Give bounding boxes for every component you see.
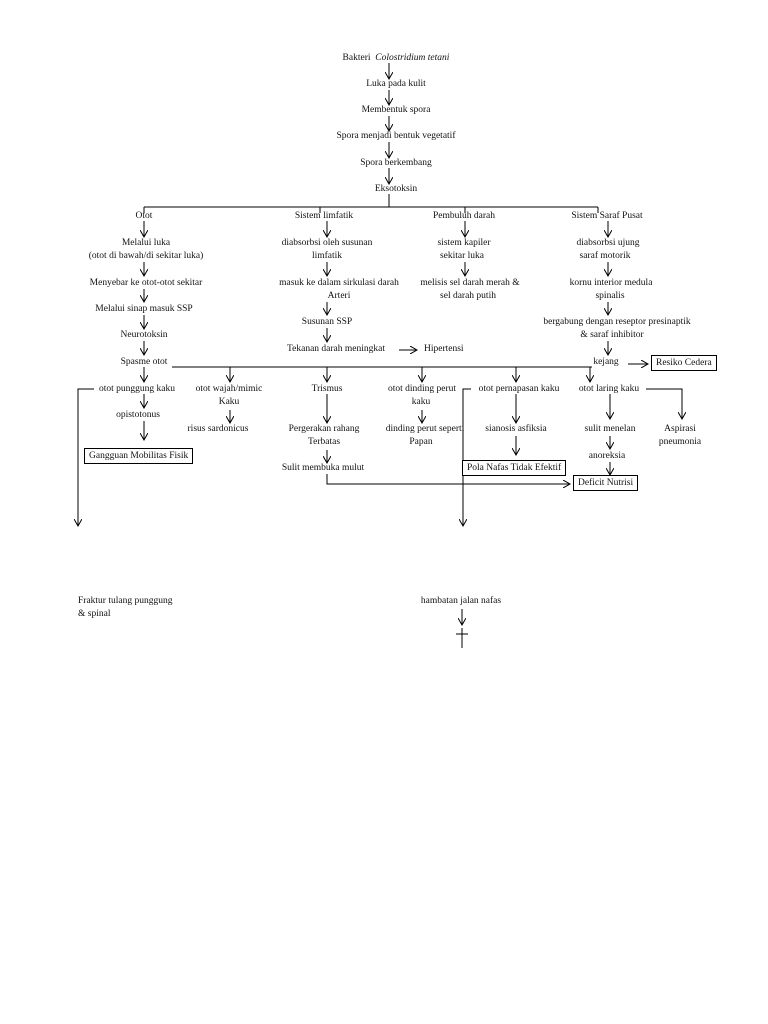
blood-lysis-1: melisis sel darah merah & bbox=[420, 278, 520, 288]
lymph-abs-1: diabsorbsi oleh susunan bbox=[281, 238, 373, 248]
cyanosis-node: sianosis asfiksia bbox=[485, 424, 547, 434]
aspiration-1: Aspirasi bbox=[664, 424, 696, 434]
lymph-head: Sistem limfatik bbox=[294, 211, 354, 221]
spores-node: Membentuk spora bbox=[361, 105, 431, 115]
cns-abs-1: diabsorbsi ujung bbox=[576, 238, 640, 248]
board-2: Papan bbox=[409, 437, 433, 447]
cns-bind-2: & saraf inhibitor bbox=[580, 330, 644, 340]
exotoxin-node: Eksotoksin bbox=[374, 184, 418, 194]
trismus-node: Trismus bbox=[311, 384, 343, 394]
nutrition-box: Deficit Nutrisi bbox=[573, 475, 639, 491]
fracture-2: & spinal bbox=[78, 609, 111, 619]
larynx-node: otot laring kaku bbox=[578, 384, 640, 394]
lymph-cns: Susunan SSP bbox=[301, 317, 353, 327]
seizure-node: kejang bbox=[593, 357, 619, 367]
cns-horn-1: kornu interior medula bbox=[569, 278, 653, 288]
blood-head: Pembuluh darah bbox=[432, 211, 496, 221]
aspiration-2: pneumonia bbox=[658, 437, 702, 447]
bp-node: Tekanan darah meningkat bbox=[287, 344, 385, 354]
muscle-head: Otot bbox=[135, 211, 153, 221]
cns-horn-2: spinalis bbox=[595, 291, 625, 301]
blood-cap-2: sekitar luka bbox=[439, 251, 485, 261]
abd-muscle-1: otot dinding perut bbox=[387, 384, 457, 394]
injury-risk-box: Resiko Cedera bbox=[651, 355, 717, 371]
bacteria-prefix: Bakteri bbox=[342, 53, 371, 63]
vegetative-node: Spora menjadi bentuk vegetatif bbox=[336, 131, 456, 141]
hypertension-node: Hipertensi bbox=[424, 344, 464, 354]
mobility-box: Gangguan Mobilitas Fisik bbox=[84, 448, 194, 464]
lymph-circ-1: masuk ke dalam sirkulasi darah bbox=[279, 278, 399, 288]
jaw-1: Pergerakan rahang bbox=[288, 424, 360, 434]
via-wound-1: Melalui luka bbox=[121, 238, 171, 248]
fracture-1: Fraktur tulang punggung bbox=[78, 596, 173, 606]
blood-lysis-2: sel darah putih bbox=[440, 291, 496, 301]
wound-node: Luka pada kulit bbox=[366, 79, 426, 89]
mouth-node: Sulit membuka mulut bbox=[281, 463, 365, 473]
anorexia-node: anoreksia bbox=[588, 451, 626, 461]
lymph-circ-2: Arteri bbox=[327, 291, 351, 301]
risus-node: risus sardonicus bbox=[187, 424, 249, 434]
neurotoxin-node: Neurotoksin bbox=[120, 330, 168, 340]
swallow-node: sulit menelan bbox=[584, 424, 636, 434]
opisthotonus-node: opistotonus bbox=[116, 410, 160, 420]
bacteria-title: Bakteri Colostridium tetani bbox=[343, 52, 450, 64]
via-wound-2: (otot di bawah/di sekitar luka) bbox=[88, 251, 204, 261]
jaw-2: Terbatas bbox=[307, 437, 341, 447]
synapse-node: Melalui sinap masuk SSP bbox=[95, 304, 193, 314]
spread-node: Menyebar ke otot-otot sekitar bbox=[89, 278, 203, 288]
board-1: dinding perut seperti bbox=[385, 424, 465, 434]
back-muscle-node: otot punggung kaku bbox=[99, 384, 175, 394]
lymph-abs-2: limfatik bbox=[311, 251, 343, 261]
spasm-node: Spasme otot bbox=[120, 357, 168, 367]
cns-head: Sistem Saraf Pusat bbox=[571, 211, 643, 221]
cns-abs-2: saraf motorik bbox=[579, 251, 631, 261]
develop-node: Spora berkembang bbox=[360, 158, 432, 168]
abd-muscle-2: kaku bbox=[411, 397, 431, 407]
bacteria-species: Colostridium tetani bbox=[375, 53, 450, 63]
cns-bind-1: bergabung dengan reseptor presinaptik bbox=[543, 317, 691, 327]
breathing-box: Pola Nafas Tidak Efektif bbox=[462, 460, 567, 476]
airway-node: hambatan jalan nafas bbox=[420, 596, 502, 606]
resp-muscle-node: otot pernapasan kaku bbox=[478, 384, 560, 394]
blood-cap-1: sistem kapiler bbox=[437, 238, 491, 248]
face-muscle-2: Kaku bbox=[218, 397, 240, 407]
face-muscle-1: otot wajah/mimic bbox=[195, 384, 263, 394]
